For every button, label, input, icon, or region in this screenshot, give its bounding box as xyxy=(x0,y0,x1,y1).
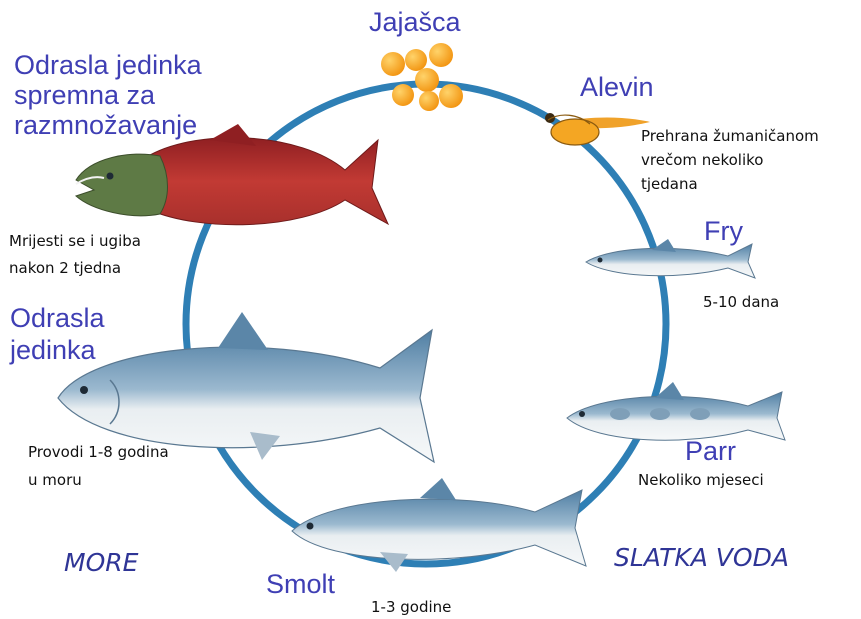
spawning-adult-note-line2: nakon 2 tjedna xyxy=(9,255,141,282)
spawning-adult-label: Odrasla jedinka spremna za razmnožavanje xyxy=(14,50,202,140)
spawning-adult-note: Mrijesti se i ugiba nakon 2 tjedna xyxy=(9,228,141,282)
alevin-note-line2: vrečom nekoliko xyxy=(641,148,819,172)
adult-note-line1: Provodi 1-8 godina xyxy=(28,438,169,466)
fry-note: 5-10 dana xyxy=(703,290,779,314)
adult-label-line2: jedinka xyxy=(10,334,105,366)
adult-note: Provodi 1-8 godina u moru xyxy=(28,438,169,494)
spawning-adult-note-line1: Mrijesti se i ugiba xyxy=(9,228,141,255)
alevin-note-line3: tjedana xyxy=(641,172,819,196)
parr-fish-icon xyxy=(567,382,785,440)
smolt-note: 1-3 godine xyxy=(371,595,451,619)
egg-cluster-icon xyxy=(381,43,463,111)
adult-label: Odrasla jedinka xyxy=(10,302,105,366)
alevin-note: Prehrana žumaničanom vrečom nekoliko tje… xyxy=(641,124,819,196)
alevin-label: Alevin xyxy=(580,72,654,103)
alevin-icon xyxy=(545,113,650,145)
adult-note-line2: u moru xyxy=(28,466,169,494)
sea-label: MORE xyxy=(64,548,138,577)
fry-label: Fry xyxy=(704,216,743,247)
freshwater-label: SLATKA VODA xyxy=(614,543,789,572)
spawning-adult-label-line1: Odrasla jedinka xyxy=(14,50,202,80)
parr-label: Parr xyxy=(685,436,736,467)
eggs-label: Jajašca xyxy=(369,7,461,38)
smolt-fish-icon xyxy=(292,478,586,572)
spawning-adult-label-line2: spremna za xyxy=(14,80,202,110)
adult-label-line1: Odrasla xyxy=(10,302,105,334)
alevin-note-line1: Prehrana žumaničanom xyxy=(641,124,819,148)
smolt-label: Smolt xyxy=(266,569,335,600)
parr-note: Nekoliko mjeseci xyxy=(638,468,764,492)
spawning-adult-label-line3: razmnožavanje xyxy=(14,110,202,140)
